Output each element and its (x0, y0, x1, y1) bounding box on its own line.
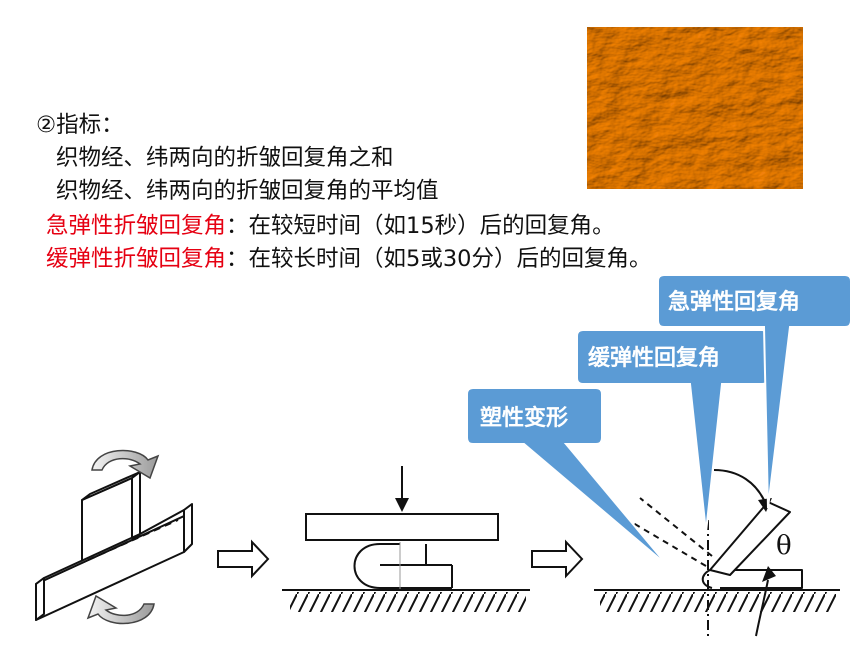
ground-hatch (282, 589, 530, 612)
press-assembly (305, 513, 499, 590)
hollow-right-arrow-icon (217, 539, 584, 579)
folded-specimen (35, 471, 193, 621)
desc-fast-elastic: ：在较短时间（如15秒）后的回复角。 (226, 213, 615, 239)
recovery-specimen (594, 469, 840, 637)
recovery-arrow-head (762, 566, 776, 582)
callout-fast-elastic-label: 急弹性回复角 (668, 289, 800, 315)
term-fast-elastic: 急弹性折皱回复角 (46, 213, 227, 239)
callout-fast-elastic: 急弹性回复角 (657, 274, 852, 509)
rotation-arrow-icon (86, 449, 160, 625)
definition-average: 织物经、纬两向的折皱回复角的平均值 (56, 178, 439, 204)
theta-label: θ (776, 531, 792, 561)
definition-slow-elastic: 缓弹性折皱回复角：在较长时间（如5或30分）后的回复角。 (46, 244, 651, 274)
desc-slow-elastic: ：在较长时间（如5或30分）后的回复角。 (226, 246, 652, 272)
callout-plastic-label: 塑性变形 (480, 405, 568, 431)
callout-slow-elastic-label: 缓弹性回复角 (588, 345, 720, 371)
definition-fast-elastic: 急弹性折皱回复角：在较短时间（如15秒）后的回复角。 (46, 211, 615, 241)
index-heading: ②指标： (36, 112, 124, 138)
term-slow-elastic: 缓弹性折皱回复角 (46, 246, 227, 272)
press-arrow-icon (395, 466, 409, 512)
definition-sum: 织物经、纬两向的折皱回复角之和 (56, 145, 394, 171)
crumpled-fabric-photo (587, 27, 803, 189)
callout-plastic: 塑性变形 (466, 387, 669, 567)
